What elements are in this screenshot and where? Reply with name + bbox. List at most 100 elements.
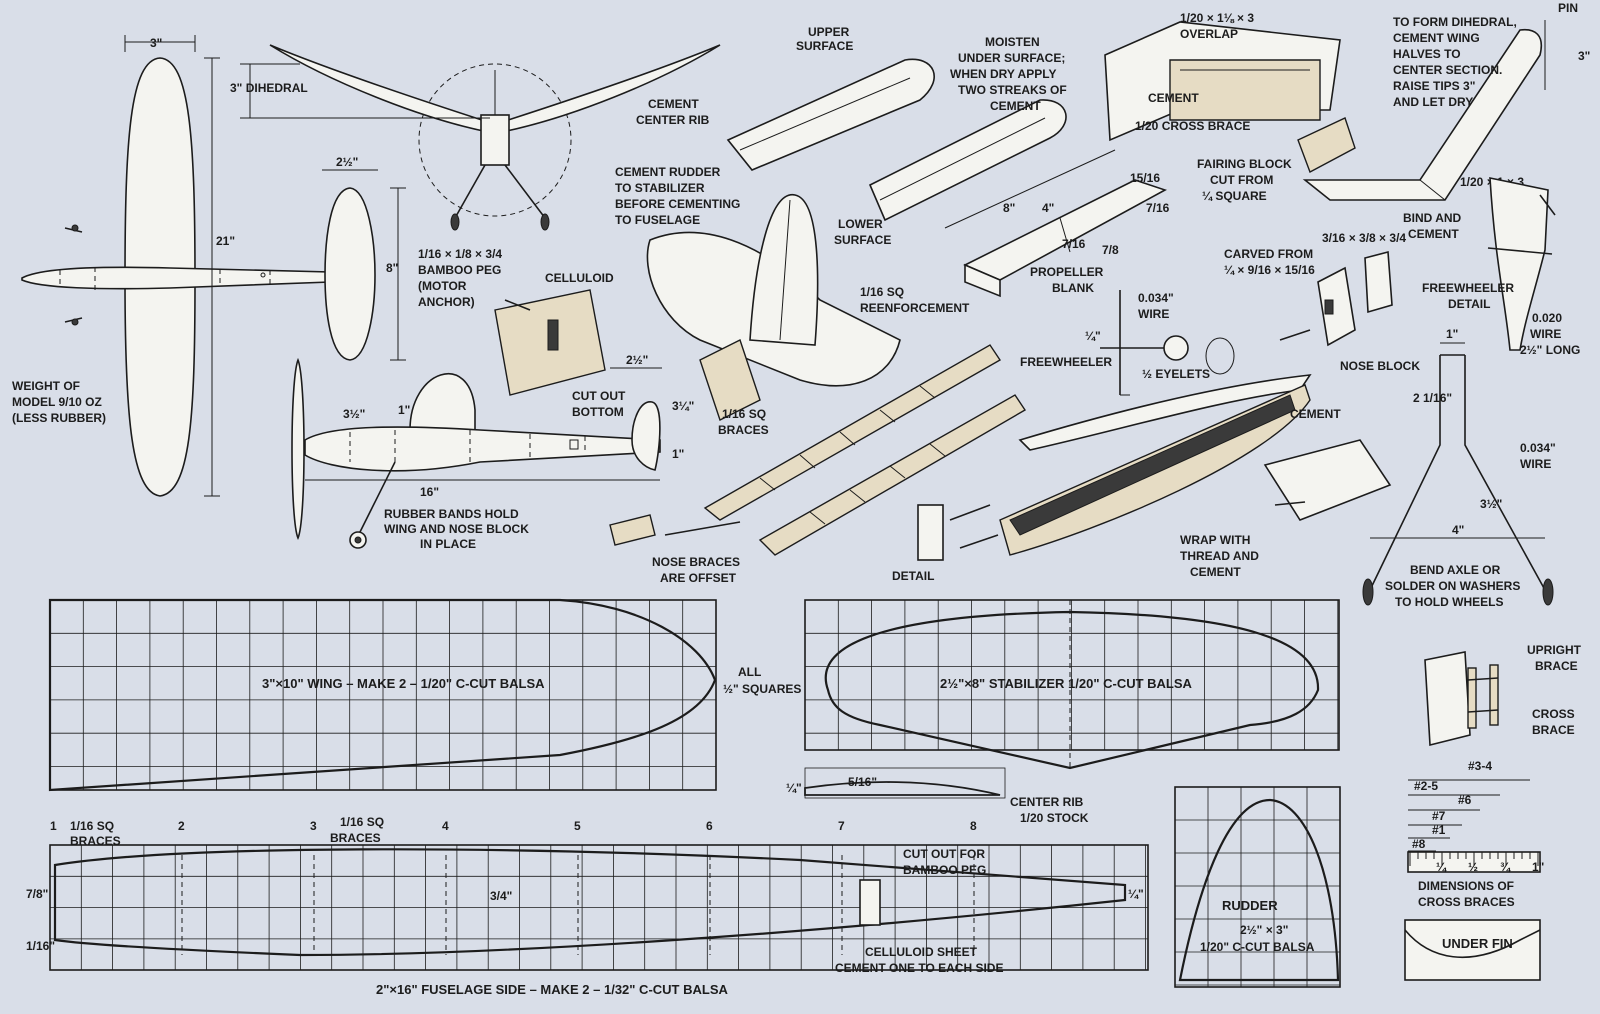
wrap-line-3: CEMENT [1190,565,1241,579]
pin-label: PIN [1558,1,1578,15]
freewheeler-detail: BIND AND CEMENT FREEWHEELER DETAIL 0.020… [1403,177,1580,357]
landing-gear: 1" 2 1/16" 0.034" WIRE 3½" 4" BEND AXLE … [1362,327,1556,609]
prop-7-16b-label: 7/16 [1062,237,1086,251]
prop-7-16a-label: 7/16 [1146,201,1170,215]
dihedral-note-line-4: CENTER SECTION. [1393,63,1502,77]
ruler-label: ¾ [1500,860,1511,874]
cement-center-rib-line-2: CENTER RIB [636,113,710,127]
ruler-label: ½ [1468,860,1478,874]
dims-cross-line-1: DIMENSIONS OF [1418,879,1514,893]
prop-7-8-label: 7/8 [1102,243,1119,257]
freewheeler-label: FREEWHEELER [1020,355,1112,369]
top-view-fuselage [21,266,331,290]
carved-from-line-2: ¼ × 9/16 × 15/16 [1224,263,1315,277]
fuselage-station-6: 6 [706,819,713,833]
wing-surfaces-detail: UPPER SURFACE CEMENT CENTER RIB MOISTEN … [636,25,1067,247]
wire-020-line-3: 2½" LONG [1520,343,1580,357]
wrap-line-1: WRAP WITH [1180,533,1250,547]
quarter-label: ¼" [1085,329,1101,343]
fuselage-station-8: 8 [970,819,977,833]
dihedral-note-line-1: TO FORM DIHEDRAL, [1393,15,1517,29]
rubber-bands-line-1: RUBBER BANDS HOLD [384,507,519,521]
cross-brace-b-line-2: BRACE [1532,723,1575,737]
fuse-1-16-label: 1/16" [26,939,55,953]
nose-block-label: NOSE BLOCK [1340,359,1420,373]
brace-3-4-label: #3-4 [1468,759,1492,773]
side-view-fuselage [304,426,661,472]
fuse-braces-a-line-2: BRACES [70,834,121,848]
cement-rudder-line-1: CEMENT RUDDER [615,165,721,179]
upright-brace-line-1: UPRIGHT [1527,643,1582,657]
fuselage-assembly: DETAIL CEMENT WRAP WITH THREAD AND CEMEN… [892,374,1392,583]
wire-020-line-2: WIRE [1530,327,1561,341]
wire-034b-line-1: 0.034" [1520,441,1556,455]
fuse-pattern-label: 2"×16" FUSELAGE SIDE – MAKE 2 – 1/32" C-… [376,982,728,997]
fw-detail-line-1: FREEWHEELER [1422,281,1514,295]
fw-detail-line-2: DETAIL [1448,297,1490,311]
eyelets-label: ½ EYELETS [1142,367,1210,381]
side-wing-gap-label: 1" [398,403,410,417]
brace-2-5-label: #2-5 [1414,779,1438,793]
front-view-wing [269,44,721,133]
fuse-nose-height-label: 7/8" [26,887,48,901]
dihedral-note-line-5: RAISE TIPS 3" [1393,79,1475,93]
fairing-line-1: FAIRING BLOCK [1197,157,1292,171]
upper-surface-wing [726,58,935,171]
moisten-line-3: WHEN DRY APPLY [950,67,1056,81]
dims-cross-line-2: CROSS BRACES [1418,895,1515,909]
lower-surface-line-2: SURFACE [834,233,891,247]
wingspan-label: 21" [216,234,235,248]
dihedral-note-line-6: AND LET DRY [1393,95,1473,109]
top-width-label: 3" [150,36,162,50]
wire-034-line-1: 0.034" [1138,291,1174,305]
fuselage-station-3: 3 [310,819,317,833]
brace-6-label: #6 [1458,793,1472,807]
bamboo-peg-line-2: BAMBOO PEG [418,263,501,277]
gear-width-label: 4" [1452,523,1464,537]
prop-15-16-label: 15/16 [1130,171,1160,185]
fuselage-station-5: 5 [574,819,581,833]
prop-hub-label: 4" [1042,201,1054,215]
side-rudder-height-label: 3¼" [672,399,694,413]
reenforcement-line-1: 1/16 SQ [860,285,904,299]
upper-surface-line-2: SURFACE [796,39,853,53]
bind-cement-line-1: BIND AND [1403,211,1462,225]
nose-braces-line-2: ARE OFFSET [660,571,737,585]
nose-block-dims-label: 3/16 × 3/8 × 3/4 [1322,231,1406,245]
top-view-stabilizer [324,187,376,361]
fuselage-station-2: 2 [178,819,185,833]
bamboo-peg-line-1: 1/16 × 1/8 × 3/4 [418,247,502,261]
all-squares-line-2: ½" SQUARES [723,682,801,696]
lower-surface-line-1: LOWER [838,217,883,231]
wing-pattern-label: 3"×10" WING – MAKE 2 – 1/20" C-CUT BALSA [262,676,545,691]
fuse-braces-a-line-1: 1/16 SQ [70,819,114,833]
side-tail-depth-label: 1" [672,447,684,461]
moisten-line-1: MOISTEN [985,35,1040,49]
upper-surface-line-1: UPPER [808,25,850,39]
dihedral-label: 3" DIHEDRAL [230,81,308,95]
front-view: 3" DIHEDRAL [230,44,721,231]
wire-034-line-2: WIRE [1138,307,1169,321]
celluloid-detail: 1/16 × 1/8 × 3/4 BAMBOO PEG (MOTOR ANCHO… [418,247,626,419]
wrap-line-2: THREAD AND [1180,549,1259,563]
propeller-blank: 8" 4" 15/16 7/16 7/16 7/8 PROPELLER BLAN… [944,149,1170,298]
nose-braces-line-1: NOSE BRACES [652,555,740,569]
under-fin-label: UNDER FIN [1442,936,1513,951]
upright-brace-line-2: BRACE [1535,659,1578,673]
prop-blank-line-1: PROPELLER [1030,265,1104,279]
rudder-label: RUDDER [1222,898,1278,913]
bend-axle-line-1: BEND AXLE OR [1410,563,1501,577]
fairing-line-3: ¼ SQUARE [1202,189,1267,203]
side-view-wing-rib [409,372,476,431]
rudder-dims-label: 2½" × 3" [1240,923,1288,937]
moisten-line-4: TWO STREAKS OF [958,83,1067,97]
rudder-balsa-label: 1/20" C-CUT BALSA [1200,940,1315,954]
side-length-label: 16" [420,485,439,499]
gear-leg-label: 3½" [1480,497,1502,511]
frame-brace-lines [759,385,946,525]
cement-b-label: CEMENT [1290,407,1341,421]
cement-rudder-line-2: TO STABILIZER [615,181,705,195]
fairing-line-2: CUT FROM [1210,173,1273,187]
